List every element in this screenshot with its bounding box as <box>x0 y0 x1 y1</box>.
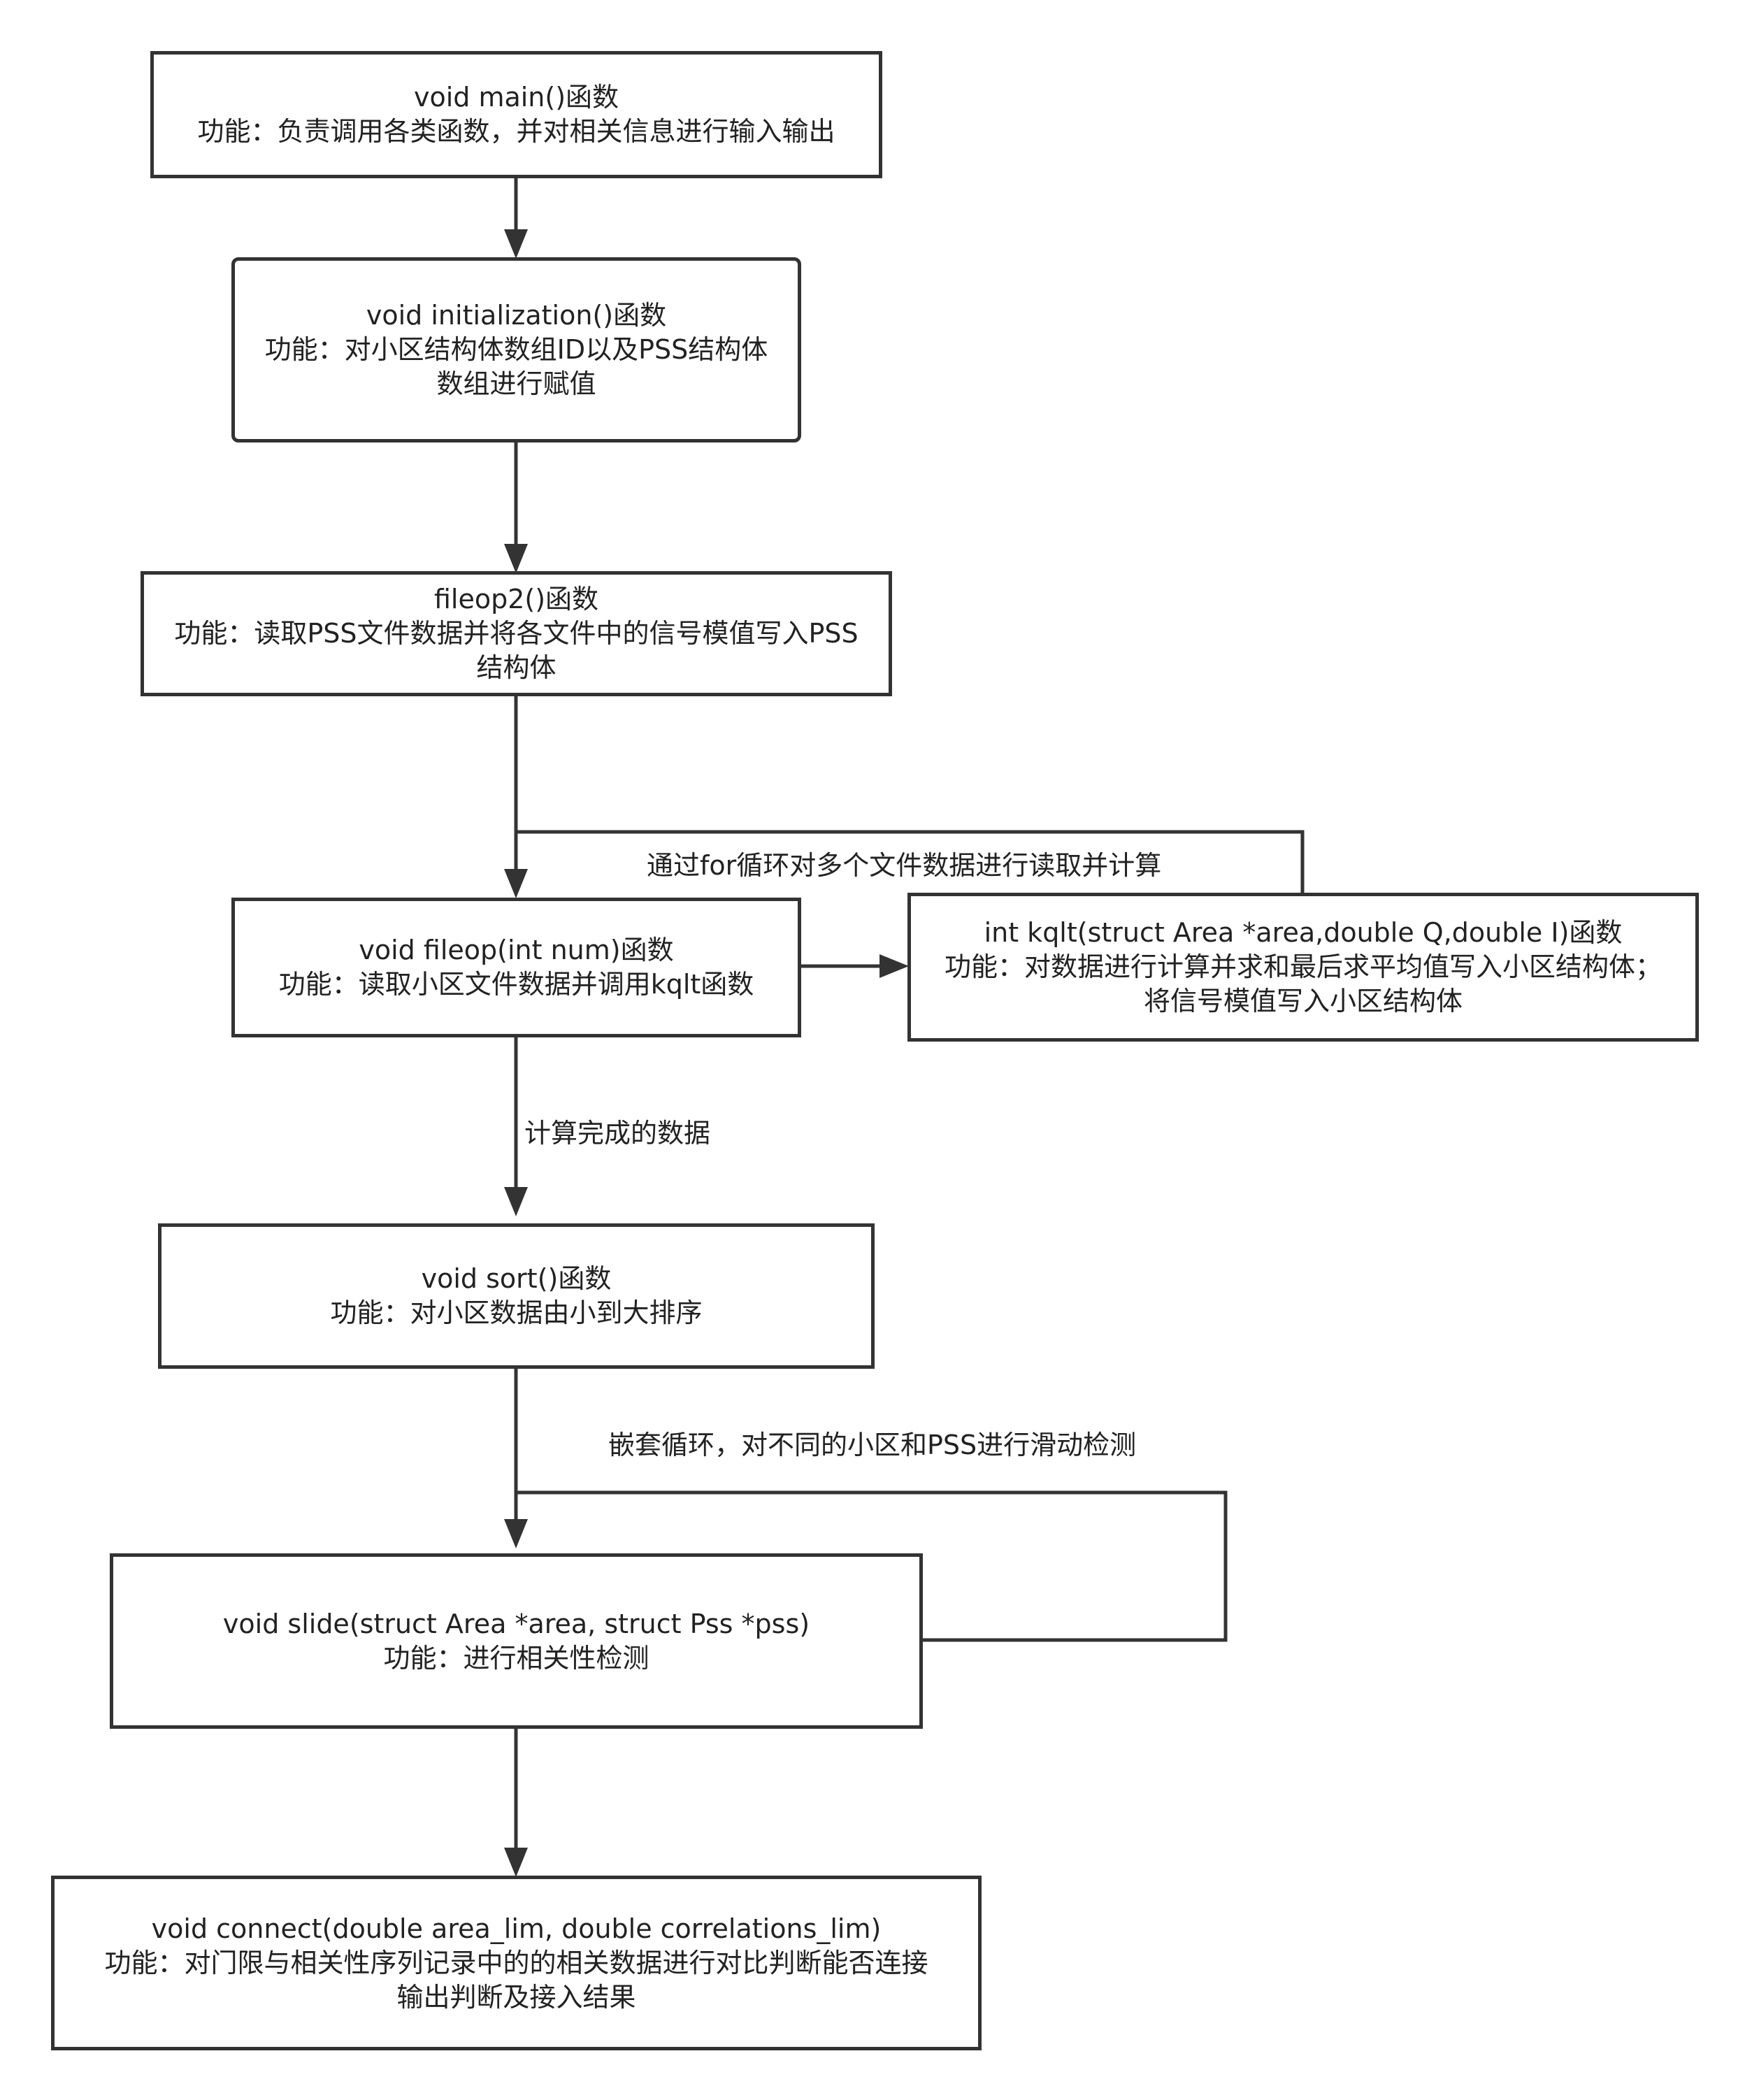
arrowhead-initialization <box>504 229 528 259</box>
node-fileop2: fileop2()函数 功能：读取PSS文件数据并将各文件中的信号模值写入PSS… <box>141 571 892 696</box>
node-connect-desc-cont: 输出判断及接入结果 <box>396 1981 636 2013</box>
node-connect-title: void connect(double area_lim, double cor… <box>151 1913 882 1944</box>
arrowhead-fileop2 <box>504 544 528 573</box>
node-initialization-desc: 功能：对小区结构体数组ID以及PSS结构体 <box>264 334 768 365</box>
node-initialization-desc-cont: 数组进行赋值 <box>436 368 596 399</box>
arrowhead-fileop <box>504 869 528 898</box>
node-connect-desc: 功能：对门限与相关性序列记录中的的相关数据进行对比判断能否连接 <box>104 1947 928 1978</box>
arrowhead-slide <box>504 1519 528 1548</box>
node-kqlt-desc: 功能：对数据进行计算并求和最后求平均值写入小区结构体； <box>944 951 1662 982</box>
node-slide-title: void slide(struct Area *area, struct Pss… <box>222 1608 810 1639</box>
node-fileop2-desc: 功能：读取PSS文件数据并将各文件中的信号模值写入PSS <box>174 618 859 649</box>
edge-slide-loop-back <box>516 1490 1228 1642</box>
node-main: void main()函数 功能：负责调用各类函数，并对相关信息进行输入输出 <box>150 51 882 178</box>
node-fileop: void fileop(int num)函数 功能：读取小区文件数据并调用kql… <box>231 898 801 1037</box>
edge-kqlt-loop-back <box>516 830 1305 893</box>
node-fileop-title: void fileop(int num)函数 <box>359 935 674 965</box>
node-initialization: void initialization()函数 功能：对小区结构体数组ID以及P… <box>231 257 801 443</box>
node-slide-desc: 功能：进行相关性检测 <box>383 1642 649 1674</box>
node-fileop-desc: 功能：读取小区文件数据并调用kqlt函数 <box>278 969 754 1000</box>
node-fileop2-title: fileop2()函数 <box>433 584 599 614</box>
node-kqlt-desc-cont: 将信号模值写入小区结构体 <box>1143 986 1463 1016</box>
node-kqlt: int kqlt(struct Area *area,double Q,doub… <box>907 893 1699 1042</box>
node-main-title: void main()函数 <box>413 82 619 113</box>
node-fileop2-desc-cont: 结构体 <box>476 652 556 683</box>
edge-label-computed-data: 计算完成的数据 <box>524 1118 711 1149</box>
arrowhead-connect <box>504 1848 528 1877</box>
node-kqlt-title: int kqlt(struct Area *area,double Q,doub… <box>984 917 1623 948</box>
arrowhead-kqlt <box>879 954 909 978</box>
node-main-desc: 功能：负责调用各类函数，并对相关信息进行输入输出 <box>197 116 835 147</box>
arrowhead-sort <box>504 1187 528 1216</box>
node-sort-title: void sort()函数 <box>421 1263 612 1294</box>
node-connect: void connect(double area_lim, double cor… <box>51 1876 982 2050</box>
node-sort: void sort()函数 功能：对小区数据由小到大排序 <box>158 1223 875 1369</box>
node-sort-desc: 功能：对小区数据由小到大排序 <box>330 1297 703 1328</box>
edge-label-for-loop: 通过for循环对多个文件数据进行读取并计算 <box>647 850 1162 881</box>
node-initialization-title: void initialization()函数 <box>366 300 667 331</box>
node-slide: void slide(struct Area *area, struct Pss… <box>110 1553 923 1729</box>
edge-label-nested-loop: 嵌套循环，对不同的小区和PSS进行滑动检测 <box>608 1430 1137 1460</box>
